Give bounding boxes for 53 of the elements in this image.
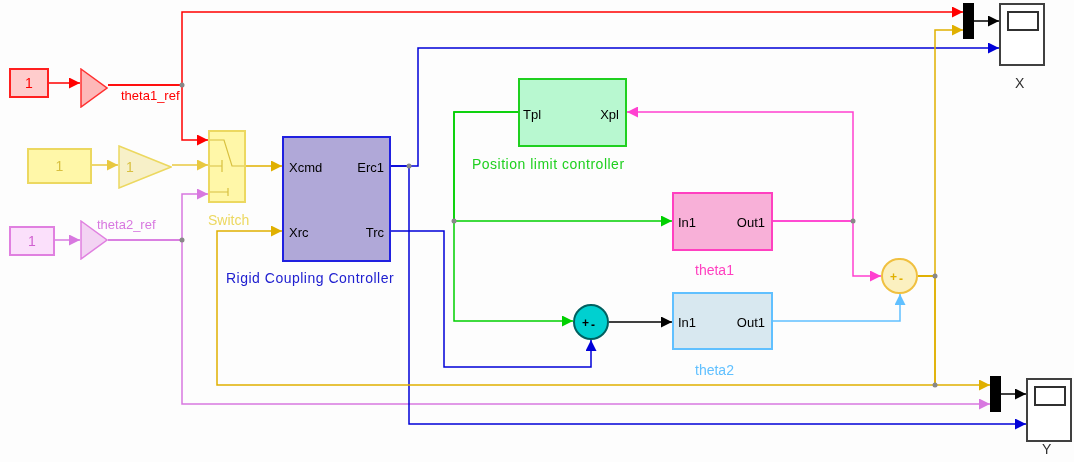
signal-arrow xyxy=(626,106,854,222)
port-label: Xrc xyxy=(289,224,309,242)
signal-arrow xyxy=(453,111,574,327)
block-label: theta2 xyxy=(695,361,734,380)
signal-arrow xyxy=(48,77,81,89)
signal-arrow xyxy=(1000,388,1027,400)
block-label: Y xyxy=(1042,442,1052,456)
port-label: Xpl xyxy=(600,106,619,124)
block-label: Rigid Coupling Controller xyxy=(226,269,395,288)
sign-label: + xyxy=(582,315,589,332)
block-label: theta1 xyxy=(695,261,734,280)
constant-block xyxy=(9,226,55,256)
edge-label: theta2_ref xyxy=(96,218,157,231)
mux-bar xyxy=(990,376,1001,412)
mux-bar xyxy=(963,3,974,39)
value-label: 1 xyxy=(25,74,33,93)
gain-block xyxy=(118,145,172,189)
port-label: Xcmd xyxy=(289,159,323,177)
signal-arrow xyxy=(245,160,283,172)
port-label: In1 xyxy=(678,214,697,232)
block-label: Switch xyxy=(208,211,250,230)
signal-arrow xyxy=(390,230,597,368)
signal-arrow xyxy=(107,6,964,86)
signal-arrow xyxy=(772,220,882,282)
signal-arrow xyxy=(973,15,1000,27)
sign-label: + xyxy=(890,269,897,286)
edge-label: theta1_ref xyxy=(120,89,181,102)
gain-block xyxy=(80,68,108,108)
port-label: Out1 xyxy=(736,314,765,332)
signal-arrow xyxy=(91,159,119,171)
port-label: Trc xyxy=(365,224,384,242)
sign-label: - xyxy=(899,271,903,288)
port-label: In1 xyxy=(678,314,697,332)
value-label: 1 xyxy=(28,232,36,251)
signal-arrow xyxy=(390,165,1027,430)
value-label: 1 xyxy=(55,157,64,176)
block-label: X xyxy=(1015,74,1025,93)
port-label: Out1 xyxy=(736,214,765,232)
signal-arrow xyxy=(608,316,673,328)
block-label: Position limit controller xyxy=(472,155,625,174)
value-label: 1 xyxy=(126,158,134,177)
sign-label: - xyxy=(591,317,595,334)
signal-arrow xyxy=(107,239,991,410)
signal-arrow xyxy=(171,159,209,171)
sum-block xyxy=(573,304,609,340)
port-label: Erc1 xyxy=(357,159,384,177)
signal-arrow xyxy=(54,234,81,246)
constant-block xyxy=(9,68,49,98)
constant-block xyxy=(27,148,92,184)
signal-arrow xyxy=(772,293,906,322)
sum-block xyxy=(881,258,918,294)
signal-arrow xyxy=(216,225,936,386)
port-label: Tpl xyxy=(523,106,542,124)
